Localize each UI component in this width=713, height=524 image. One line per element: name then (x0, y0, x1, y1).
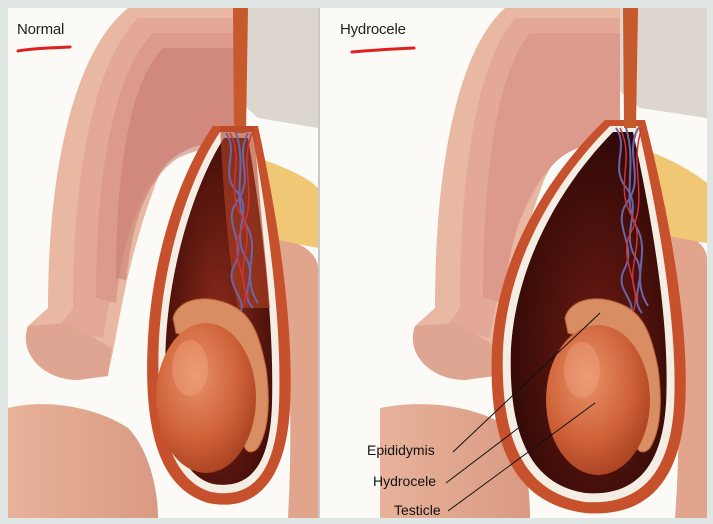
annotation-underline (16, 44, 72, 54)
testicle (156, 323, 256, 473)
hydrocele-panel: Hydrocele Epididymis Hydrocele Testicle (320, 8, 707, 518)
normal-panel: Normal (8, 8, 318, 518)
annotation-underline (350, 45, 416, 55)
label-epididymis: Epididymis (367, 442, 435, 458)
normal-anatomy-drawing (8, 8, 318, 518)
vas-deferens (623, 8, 638, 128)
normal-title: Normal (17, 21, 64, 38)
hydrocele-title: Hydrocele (340, 21, 406, 38)
label-hydrocele: Hydrocele (373, 473, 436, 489)
testicle (546, 325, 650, 475)
vas-deferens (233, 8, 248, 133)
label-testicle: Testicle (394, 502, 441, 518)
